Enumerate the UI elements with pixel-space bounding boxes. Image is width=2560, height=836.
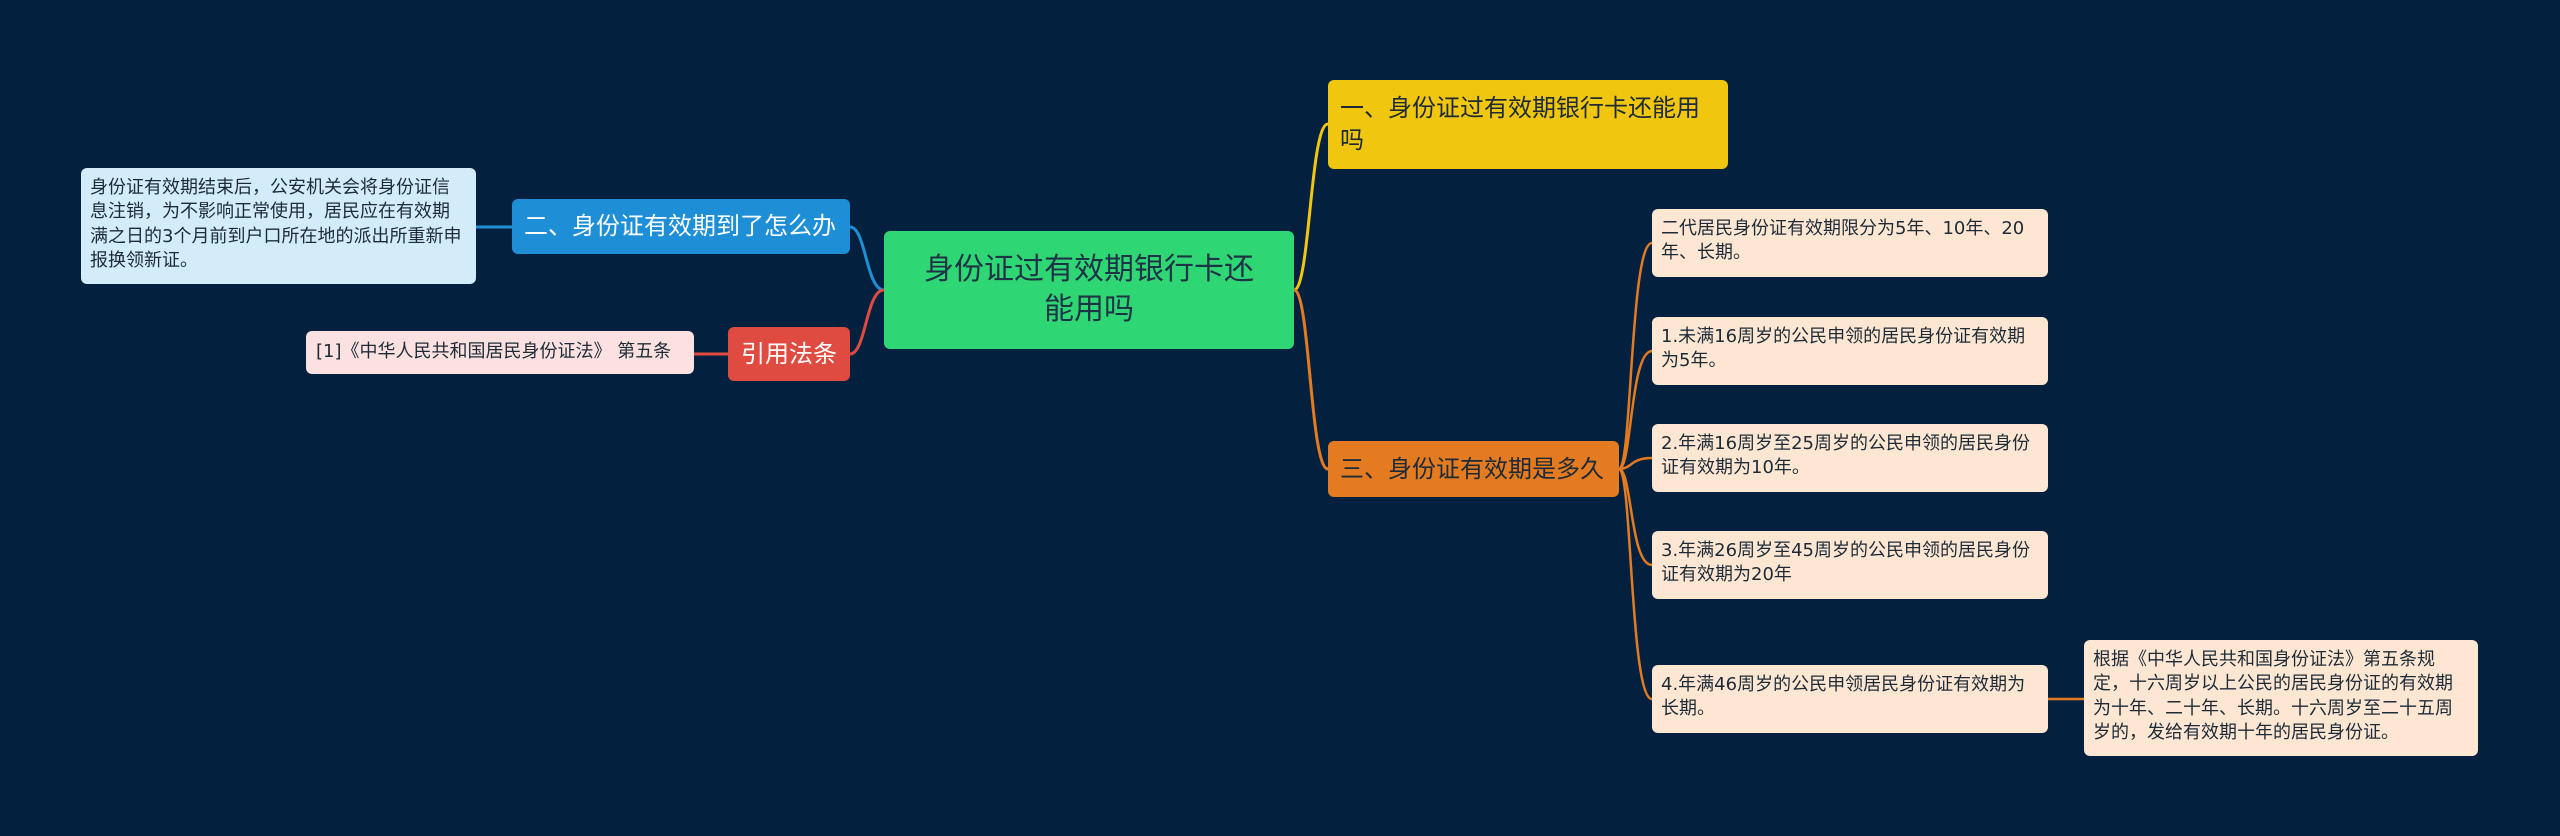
branch-3-item-1-text: 二代居民身份证有效期限分为5年、10年、20年、长期。	[1661, 218, 2025, 264]
connector-branch3-item-5	[1617, 467, 1653, 701]
citation-reference-text: [1]《中华人民共和国居民身份证法》 第五条	[316, 341, 672, 363]
connector-branch3-item-3	[1618, 456, 1653, 471]
branch-topic-2-text: 二、身份证有效期到了怎么办	[524, 212, 836, 241]
branch-topic-2[interactable]: 二、身份证有效期到了怎么办	[512, 199, 850, 254]
branch-2-detail[interactable]: 身份证有效期结束后，公安机关会将身份证信息注销，为不影响正常使用，居民应在有效期…	[81, 168, 476, 284]
connector-branch3-item-2	[1618, 349, 1653, 471]
branch-3-item-2[interactable]: 1.未满16周岁的公民申领的居民身份证有效期为5年。	[1652, 317, 2048, 385]
branch-2-detail-text: 身份证有效期结束后，公安机关会将身份证信息注销，为不影响正常使用，居民应在有效期…	[90, 177, 462, 271]
connector-root-branch3	[1292, 288, 1329, 471]
connector-root-citation	[849, 288, 885, 356]
branch-topic-3[interactable]: 三、身份证有效期是多久	[1328, 441, 1619, 497]
connector-root-branch1	[1293, 122, 1329, 292]
branch-3-item-2-text: 1.未满16周岁的公民申领的居民身份证有效期为5年。	[1661, 326, 2026, 372]
branch-3-item-4[interactable]: 3.年满26周岁至45周岁的公民申领的居民身份证有效期为20年	[1652, 531, 2048, 599]
branch-3-item-5[interactable]: 4.年满46周岁的公民申领居民身份证有效期为长期。	[1652, 665, 2048, 733]
branch-3-item-5-text: 4.年满46周岁的公民申领居民身份证有效期为长期。	[1661, 674, 2026, 720]
branch-3-item-5-detail[interactable]: 根据《中华人民共和国身份证法》第五条规定，十六周岁以上公民的居民身份证的有效期为…	[2084, 640, 2478, 756]
branch-3-item-3-text: 2.年满16周岁至25周岁的公民申领的居民身份证有效期为10年。	[1661, 433, 2030, 479]
connector-branch3-item-4	[1618, 467, 1653, 567]
branch-3-item-4-text: 3.年满26周岁至45周岁的公民申领的居民身份证有效期为20年	[1661, 540, 2030, 586]
connector-root-branch2	[849, 225, 885, 292]
branch-topic-1-text: 一、身份证过有效期银行卡还能用吗	[1340, 94, 1700, 155]
citation-reference[interactable]: [1]《中华人民共和国居民身份证法》 第五条	[306, 331, 694, 374]
root-topic-text: 身份证过有效期银行卡还能用吗	[924, 251, 1254, 328]
branch-topic-1[interactable]: 一、身份证过有效期银行卡还能用吗	[1328, 80, 1728, 169]
branch-3-item-3[interactable]: 2.年满16周岁至25周岁的公民申领的居民身份证有效期为10年。	[1652, 424, 2048, 492]
branch-3-item-1[interactable]: 二代居民身份证有效期限分为5年、10年、20年、长期。	[1652, 209, 2048, 277]
citation-topic-text: 引用法条	[741, 339, 837, 368]
connector-branch3-item-1	[1617, 241, 1653, 471]
branch-3-item-5-detail-text: 根据《中华人民共和国身份证法》第五条规定，十六周岁以上公民的居民身份证的有效期为…	[2093, 649, 2453, 743]
citation-topic[interactable]: 引用法条	[728, 327, 850, 381]
root-topic[interactable]: 身份证过有效期银行卡还能用吗	[884, 231, 1294, 349]
branch-topic-3-text: 三、身份证有效期是多久	[1340, 454, 1604, 483]
